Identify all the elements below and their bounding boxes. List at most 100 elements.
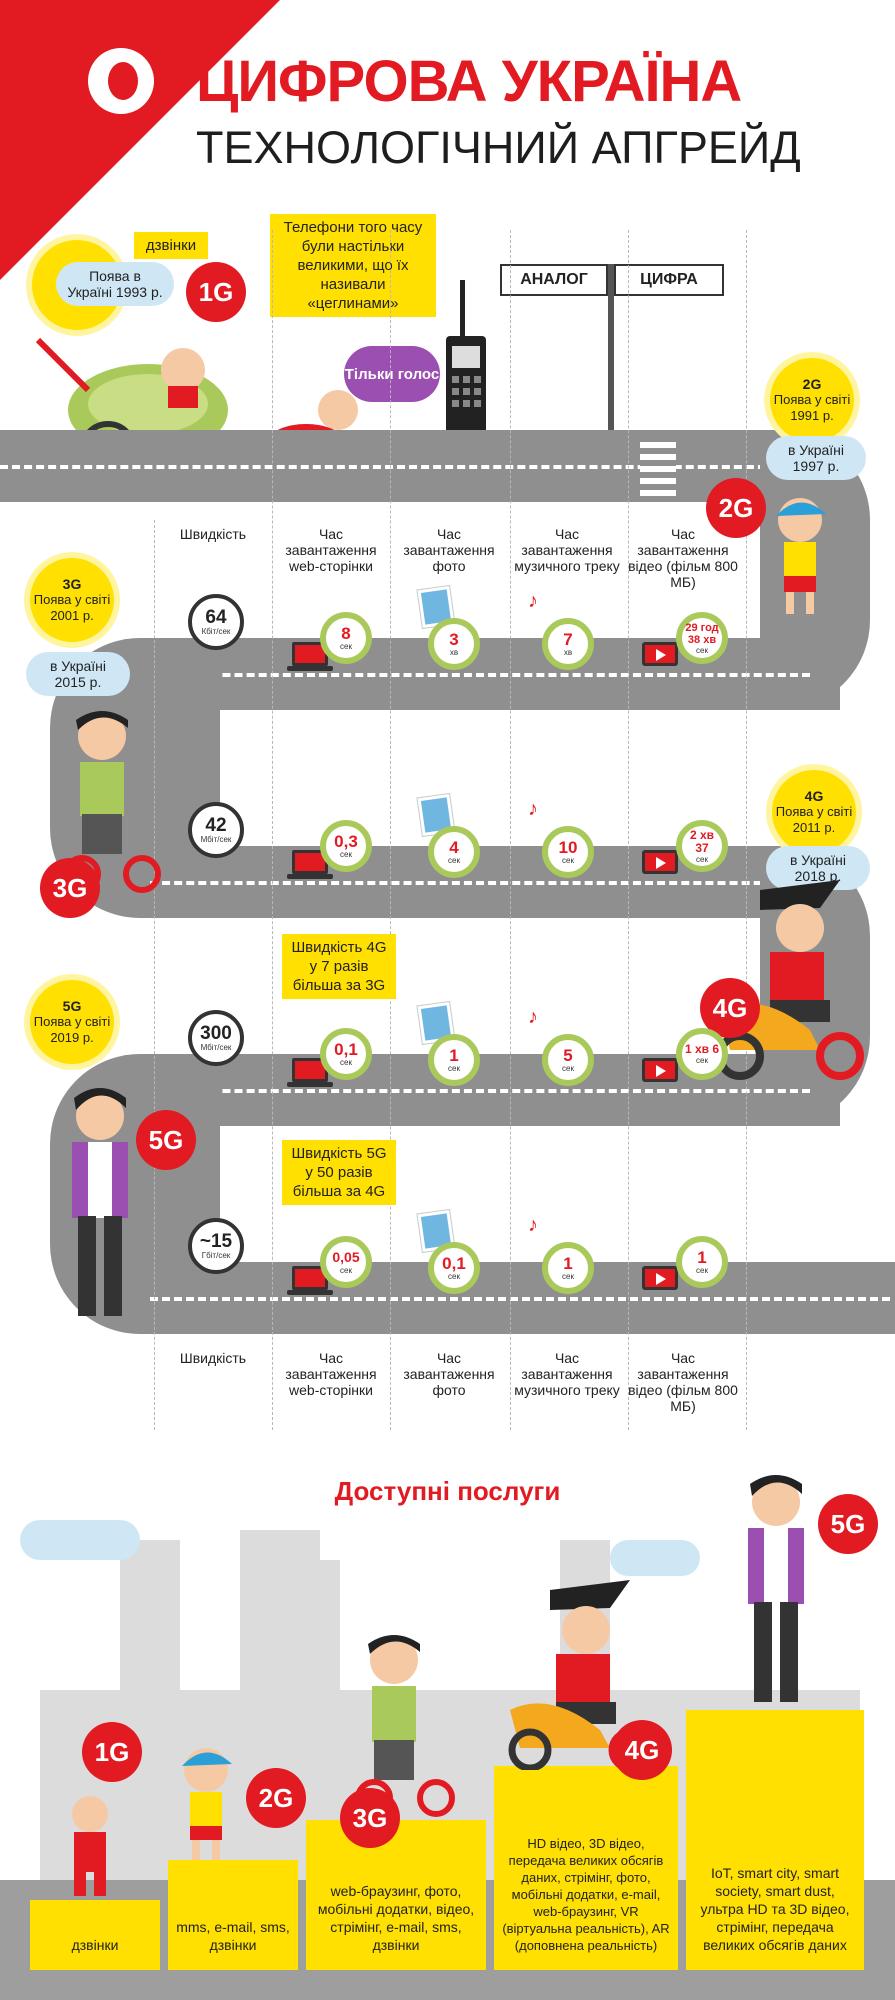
zebra-crossing: [640, 436, 676, 496]
sun-5g-world: Поява у світі 2019 р.: [33, 1014, 111, 1045]
sun-5g-gen: 5G: [62, 998, 82, 1014]
road-marking-2: [150, 673, 810, 677]
service-pillar-3g: web-браузинг, фото, мобільні додатки, ві…: [306, 1820, 486, 1970]
video-player-icon: [642, 642, 678, 666]
service-text-2g: mms, e-mail, sms, дзвінки: [176, 1919, 290, 1953]
video-player-icon: [642, 1058, 678, 1082]
balloon-5g: 5G: [136, 1110, 196, 1170]
voice-only-bubble: Тільки голос: [344, 346, 440, 402]
column-header-video-top: Час завантаження відео (фільм 800 МБ): [628, 526, 738, 590]
page-title: ЦИФРОВА УКРАЇНА: [196, 49, 742, 114]
sun-3g: 3G Поява у світі 2001 р.: [30, 558, 114, 642]
video-time-3g: 2 хв 37 сек: [676, 820, 728, 872]
photo-time-3g: 4 сек: [428, 826, 480, 878]
man-5g-service-illustration: [748, 1475, 804, 1702]
cloud-2g-ukraine: в Україні 1997 р.: [766, 436, 866, 480]
sun-5g: 5G Поява у світі 2019 р.: [30, 980, 114, 1064]
vodafone-logo-icon: [88, 48, 154, 114]
video-unit-5g: сек: [696, 1266, 708, 1275]
video-value-2g: 29 год 38 хв: [685, 621, 719, 646]
page-subtitle: ТЕХНОЛОГІЧНИЙ АПГРЕЙД: [196, 122, 801, 173]
balloon-1g: 1G: [186, 262, 246, 322]
video-value-5g: 1: [697, 1248, 707, 1267]
column-divider-5: [746, 230, 747, 1430]
speed-gauge-3g: 42 Мбіт/сек: [188, 802, 244, 858]
photo-value-5g: 0,1: [442, 1254, 466, 1273]
balloon-4g: 4G: [700, 978, 760, 1038]
music-time-3g: 10 сек: [542, 826, 594, 878]
column-divider-3: [510, 230, 511, 1430]
web-time-4g: 0,1 сек: [320, 1028, 372, 1080]
service-pillar-2g: mms, e-mail, sms, дзвінки: [168, 1860, 298, 1970]
column-header-video-bottom: Час завантаження відео (фільм 800 МБ): [628, 1350, 738, 1414]
video-player-icon: [642, 1266, 678, 1290]
column-header-speed-bottom: Швидкість: [179, 1350, 247, 1366]
column-divider-0: [154, 520, 155, 1430]
photo-time-2g: 3 хв: [428, 618, 480, 670]
service-text-5g: IoT, smart city, smart society, smart du…: [700, 1865, 850, 1953]
music-value-4g: 5: [563, 1046, 573, 1065]
balloon-3g: 3G: [40, 858, 100, 918]
column-header-web-bottom: Час завантаження web-сторінки: [285, 1350, 377, 1398]
speed-unit-5g: Гбіт/сек: [201, 1250, 231, 1260]
sign-digital: ЦИФРА: [614, 264, 724, 296]
music-unit-5g: сек: [562, 1272, 574, 1281]
phone-note: Телефони того часу були настільки велики…: [270, 214, 436, 317]
speed-value-2g: 64: [205, 606, 227, 628]
web-unit-3g: сек: [340, 850, 352, 859]
photo-unit-5g: сек: [448, 1272, 460, 1281]
service-balloon-5g: 5G: [818, 1494, 878, 1554]
web-value-3g: 0,3: [334, 832, 358, 851]
music-note-icon: ♪: [528, 1006, 538, 1028]
speed-unit-2g: Кбіт/сек: [201, 626, 231, 636]
photo-unit-3g: сек: [448, 856, 460, 865]
boy-2g-service-illustration: [182, 1748, 232, 1860]
music-time-2g: 7 хв: [542, 618, 594, 670]
cloud-decoration: [610, 1540, 700, 1576]
sun-2g-gen: 2G: [802, 376, 822, 392]
photo-time-4g: 1 сек: [428, 1034, 480, 1086]
road-marking-5: [150, 1297, 890, 1301]
music-value-5g: 1: [563, 1254, 573, 1273]
sun-4g-world: Поява у світі 2011 р.: [775, 804, 853, 835]
service-balloon-4g: 4G: [612, 1720, 672, 1780]
web-time-5g: 0,05 сек: [320, 1236, 372, 1288]
music-time-5g: 1 сек: [542, 1242, 594, 1294]
service-pillar-1g: дзвінки: [30, 1900, 160, 1970]
video-unit-4g: сек: [696, 1056, 708, 1065]
video-time-5g: 1 сек: [676, 1236, 728, 1288]
photo-unit-2g: хв: [449, 648, 459, 657]
music-unit-2g: хв: [563, 648, 573, 657]
cloud-3g-ukraine: в Україні 2015 р.: [26, 652, 130, 696]
video-value-3g: 2 хв 37: [689, 827, 715, 855]
speed-value-5g: ~15: [199, 1230, 233, 1252]
speed-gauge-4g: 300 Мбіт/сек: [188, 1010, 244, 1066]
cloud-4g-ukraine: в Україні 2018 р.: [766, 846, 870, 890]
speed-value-3g: 42: [205, 814, 227, 836]
photo-time-5g: 0,1 сек: [428, 1242, 480, 1294]
video-value-4g: 1 хв 6: [684, 1042, 720, 1056]
service-balloon-2g: 2G: [246, 1768, 306, 1828]
calls-label: дзвінки: [134, 232, 208, 259]
road-marking-4: [150, 1089, 810, 1093]
column-header-photo-bottom: Час завантаження фото: [403, 1350, 495, 1398]
man-5g-illustration: [72, 1088, 128, 1316]
column-divider-1: [272, 230, 273, 1430]
balloon-2g: 2G: [706, 478, 766, 538]
note-5g-vs-4g: Швидкість 5G у 50 разів більша за 4G: [282, 1140, 396, 1205]
music-note-icon: ♪: [528, 590, 538, 612]
column-header-music-top: Час завантаження музичного треку: [514, 526, 620, 574]
sun-4g: 4G Поява у світі 2011 р.: [772, 770, 856, 854]
signpost-pole: [608, 264, 614, 434]
speed-gauge-2g: 64 Кбіт/сек: [188, 594, 244, 650]
music-unit-4g: сек: [562, 1064, 574, 1073]
web-value-2g: 8: [341, 624, 351, 643]
man-3g-scooter-illustration: [63, 711, 161, 893]
column-header-music-bottom: Час завантаження музичного треку: [514, 1350, 620, 1398]
note-4g-vs-3g: Швидкість 4G у 7 разів більша за 3G: [282, 934, 396, 999]
video-time-4g: 1 хв 6 сек: [676, 1028, 728, 1080]
service-text-1g: дзвінки: [71, 1937, 119, 1953]
video-player-icon: [642, 850, 678, 874]
column-divider-2: [390, 230, 391, 1430]
road-marking-1: [0, 465, 790, 469]
